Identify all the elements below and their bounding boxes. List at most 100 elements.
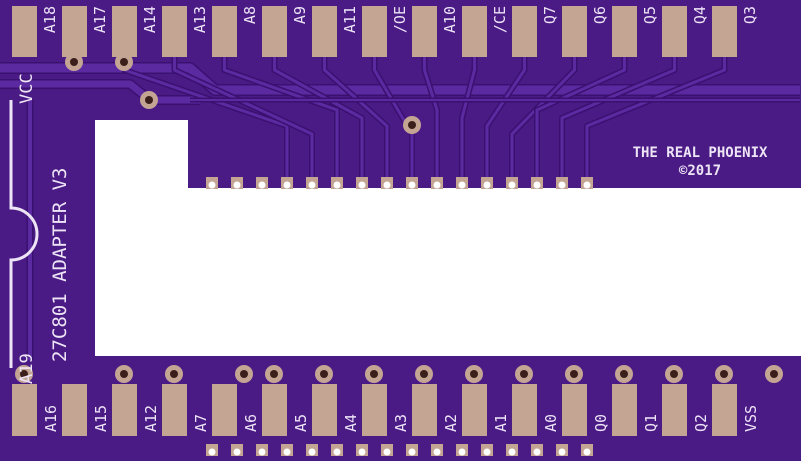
bottom-pad	[12, 384, 37, 436]
bottom-pad	[362, 384, 387, 436]
bottom-pin-label: A16	[42, 405, 60, 432]
bottom-pad	[212, 384, 237, 436]
via-hole	[370, 370, 378, 378]
via-hole	[20, 370, 28, 378]
bottom-pin-label: Q2	[692, 414, 710, 432]
socket-pin-hole	[283, 448, 291, 456]
socket-pin-hole	[383, 448, 391, 456]
copper-traces	[0, 50, 800, 360]
via-hole	[120, 58, 128, 66]
bottom-pin-label: A6	[242, 414, 260, 432]
bottom-pad	[512, 384, 537, 436]
socket-pin-hole	[233, 181, 241, 189]
socket-pin-hole	[533, 181, 541, 189]
bottom-pad	[112, 384, 137, 436]
top-pin-label: Q6	[591, 6, 609, 24]
trace	[535, 50, 626, 186]
bottom-pad	[562, 384, 587, 436]
via-hole	[520, 370, 528, 378]
socket-pin-hole	[433, 448, 441, 456]
via-hole	[770, 370, 778, 378]
bottom-pin-label: A4	[342, 414, 360, 432]
top-pad	[62, 6, 87, 57]
top-pad	[712, 6, 737, 57]
socket-pin-hole	[458, 181, 466, 189]
bottom-pad	[462, 384, 487, 436]
via-hole	[70, 58, 78, 66]
via-hole	[408, 121, 416, 129]
top-pin-label: Q7	[541, 6, 559, 24]
top-pin-label: A10	[441, 6, 459, 33]
via-hole	[570, 370, 578, 378]
top-pin-label: A9	[291, 6, 309, 24]
bottom-pin-label: A5	[292, 414, 310, 432]
trace	[423, 50, 439, 186]
bottom-pin-label: A15	[92, 405, 110, 432]
socket-pin-hole	[308, 181, 316, 189]
socket-pin-rows	[206, 177, 593, 456]
top-pad-row	[12, 6, 737, 57]
top-pad	[12, 6, 37, 57]
socket-pin-hole	[558, 181, 566, 189]
copyright-label: ©2017	[679, 163, 721, 179]
via-hole	[320, 370, 328, 378]
notch-silkscreen	[9, 100, 39, 368]
top-pad	[612, 6, 637, 57]
top-pin-label: A8	[241, 6, 259, 24]
socket-pin-hole	[408, 181, 416, 189]
socket-pin-hole	[508, 448, 516, 456]
top-pad	[162, 6, 187, 57]
bottom-pin-label: A3	[392, 414, 410, 432]
via-hole	[120, 370, 128, 378]
via-hole	[420, 370, 428, 378]
via-hole	[145, 96, 153, 104]
top-pad	[112, 6, 137, 57]
board-cutout	[95, 120, 801, 356]
socket-pin-hole	[408, 448, 416, 456]
top-pad	[212, 6, 237, 57]
top-pad	[362, 6, 387, 57]
via-hole	[720, 370, 728, 378]
socket-pin-hole	[333, 181, 341, 189]
board-title: 27C801 ADAPTER V3	[49, 168, 71, 362]
bottom-pad-row	[12, 384, 737, 436]
top-pin-label: A18	[41, 6, 59, 33]
socket-pin-hole	[208, 448, 216, 456]
bottom-pin-label: VSS	[742, 405, 760, 432]
socket-pin-hole	[583, 448, 591, 456]
trace	[460, 50, 476, 186]
top-pin-label: /CE	[491, 6, 509, 33]
socket-pin-hole	[483, 448, 491, 456]
top-pin-label: A11	[341, 6, 359, 33]
socket-pin-hole	[258, 448, 266, 456]
top-pin-label: Q3	[741, 6, 759, 24]
top-pin-label: A14	[141, 6, 159, 33]
socket-pin-hole	[358, 181, 366, 189]
top-pad	[262, 6, 287, 57]
bottom-pin-label: A2	[442, 414, 460, 432]
vias	[15, 53, 783, 383]
bottom-pad	[712, 384, 737, 436]
top-pad	[312, 6, 337, 57]
socket-pin-hole	[433, 181, 441, 189]
top-pin-label: /OE	[391, 6, 409, 33]
top-pad	[412, 6, 437, 57]
bottom-pad	[262, 384, 287, 436]
top-pin-label: A13	[191, 6, 209, 33]
socket-pin-hole	[358, 448, 366, 456]
bottom-pad	[662, 384, 687, 436]
socket-pin-hole	[483, 181, 491, 189]
socket-pin-hole	[233, 448, 241, 456]
bottom-pad	[412, 384, 437, 436]
bottom-pin-label: A1	[492, 414, 510, 432]
socket-pin-hole	[558, 448, 566, 456]
via-hole	[270, 370, 278, 378]
a19-label: A19	[17, 353, 37, 384]
via-hole	[170, 370, 178, 378]
socket-pin-hole	[583, 181, 591, 189]
via-hole	[240, 370, 248, 378]
trace	[273, 50, 364, 186]
